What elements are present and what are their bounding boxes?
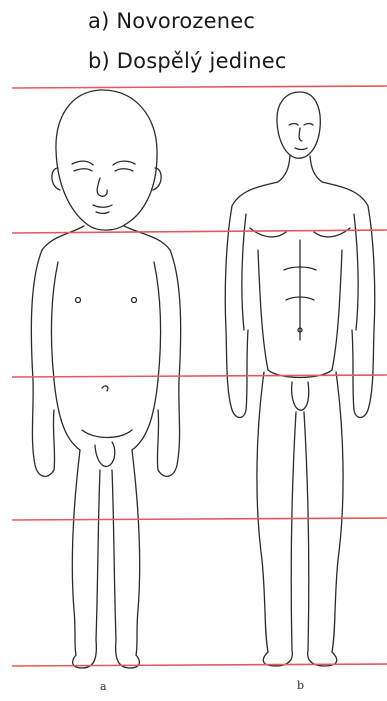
proportion-line — [12, 375, 387, 377]
adult-figure — [225, 92, 375, 666]
proportion-line — [12, 86, 387, 88]
caption-adult: b — [297, 679, 304, 692]
proportion-line — [12, 518, 387, 520]
newborn-head — [56, 90, 157, 230]
proportion-lines — [12, 86, 387, 666]
caption-newborn: a — [100, 680, 107, 693]
newborn-figure — [31, 90, 180, 668]
proportion-line — [12, 230, 387, 233]
